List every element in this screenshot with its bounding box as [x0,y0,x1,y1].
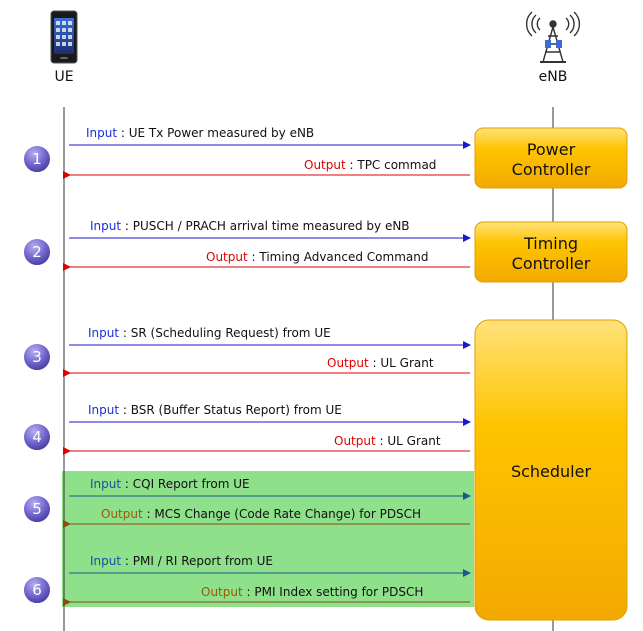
step-number-badge: 1 [22,144,52,174]
input-keyword: Input [88,326,119,340]
input-keyword: Input [86,126,117,140]
step-5: Input : CQI Report from UE Output : MCS C… [22,477,471,528]
output-text: : UL Grant [376,434,441,448]
output-keyword: Output [206,250,248,264]
step-number-badge: 2 [22,237,52,267]
step-number: 6 [32,581,42,599]
output-keyword: Output [327,356,369,370]
input-text: : PMI / RI Report from UE [121,554,273,568]
input-text: : CQI Report from UE [121,477,250,491]
steps-group: Input : UE Tx Power measured by eNB Outpu… [22,126,471,606]
enb-label: eNB [539,69,568,85]
input-keyword: Input [90,219,121,233]
step-number-badge: 5 [22,494,52,524]
input-text: : SR (Scheduling Request) from UE [119,326,331,340]
output-keyword: Output [334,434,376,448]
smartphone-icon [50,10,78,64]
input-label: Input : BSR (Buffer Status Report) from … [88,403,342,417]
step-number: 3 [32,348,42,366]
scheduler-box: Scheduler [474,319,628,621]
timing-controller-box: Timing Controller [474,221,628,283]
input-label: Input : PMI / RI Report from UE [90,554,273,568]
step-number: 2 [32,243,42,261]
step-6: Input : PMI / RI Report from UE Output : … [22,554,471,606]
output-text: : Timing Advanced Command [248,250,429,264]
highlight-region [62,471,474,607]
power-controller-box: Power Controller [474,127,628,189]
step-3: Input : SR (Scheduling Request) from UE O… [22,326,471,377]
input-text: : BSR (Buffer Status Report) from UE [119,403,342,417]
input-keyword: Input [90,554,121,568]
output-keyword: Output [201,585,243,599]
step-2: Input : PUSCH / PRACH arrival time measu… [22,219,471,271]
input-label: Input : PUSCH / PRACH arrival time measu… [90,219,410,233]
step-4: Input : BSR (Buffer Status Report) from … [22,403,471,455]
input-label: Input : CQI Report from UE [90,477,250,491]
output-text: : TPC commad [346,158,437,172]
power-controller-line2: Controller [512,160,591,179]
timing-controller-line2: Controller [512,254,591,273]
output-label: Output : Timing Advanced Command [206,250,428,264]
output-keyword: Output [101,507,143,521]
input-label: Input : UE Tx Power measured by eNB [86,126,314,140]
output-label: Output : UL Grant [334,434,441,448]
output-label: Output : PMI Index setting for PDSCH [201,585,423,599]
step-number: 4 [32,428,42,446]
output-label: Output : TPC commad [304,158,436,172]
output-label: Output : MCS Change (Code Rate Change) f… [101,507,421,521]
output-keyword: Output [304,158,346,172]
input-text: : UE Tx Power measured by eNB [117,126,314,140]
cell-tower-icon [525,11,581,63]
scheduler-label: Scheduler [511,462,592,481]
output-text: : PMI Index setting for PDSCH [243,585,424,599]
timing-controller-line1: Timing [523,234,578,253]
step-number-badge: 6 [22,575,52,605]
input-keyword: Input [90,477,121,491]
ue-label: UE [54,69,73,85]
input-label: Input : SR (Scheduling Request) from UE [88,326,331,340]
step-1: Input : UE Tx Power measured by eNB Outpu… [22,126,471,179]
step-number: 5 [32,500,42,518]
input-keyword: Input [88,403,119,417]
output-label: Output : UL Grant [327,356,434,370]
step-number: 1 [32,150,42,168]
step-number-badge: 4 [22,422,52,452]
output-text: : UL Grant [369,356,434,370]
power-controller-line1: Power [527,140,576,159]
output-text: : MCS Change (Code Rate Change) for PDSC… [143,507,421,521]
input-text: : PUSCH / PRACH arrival time measured by… [121,219,409,233]
step-number-badge: 3 [22,342,52,372]
